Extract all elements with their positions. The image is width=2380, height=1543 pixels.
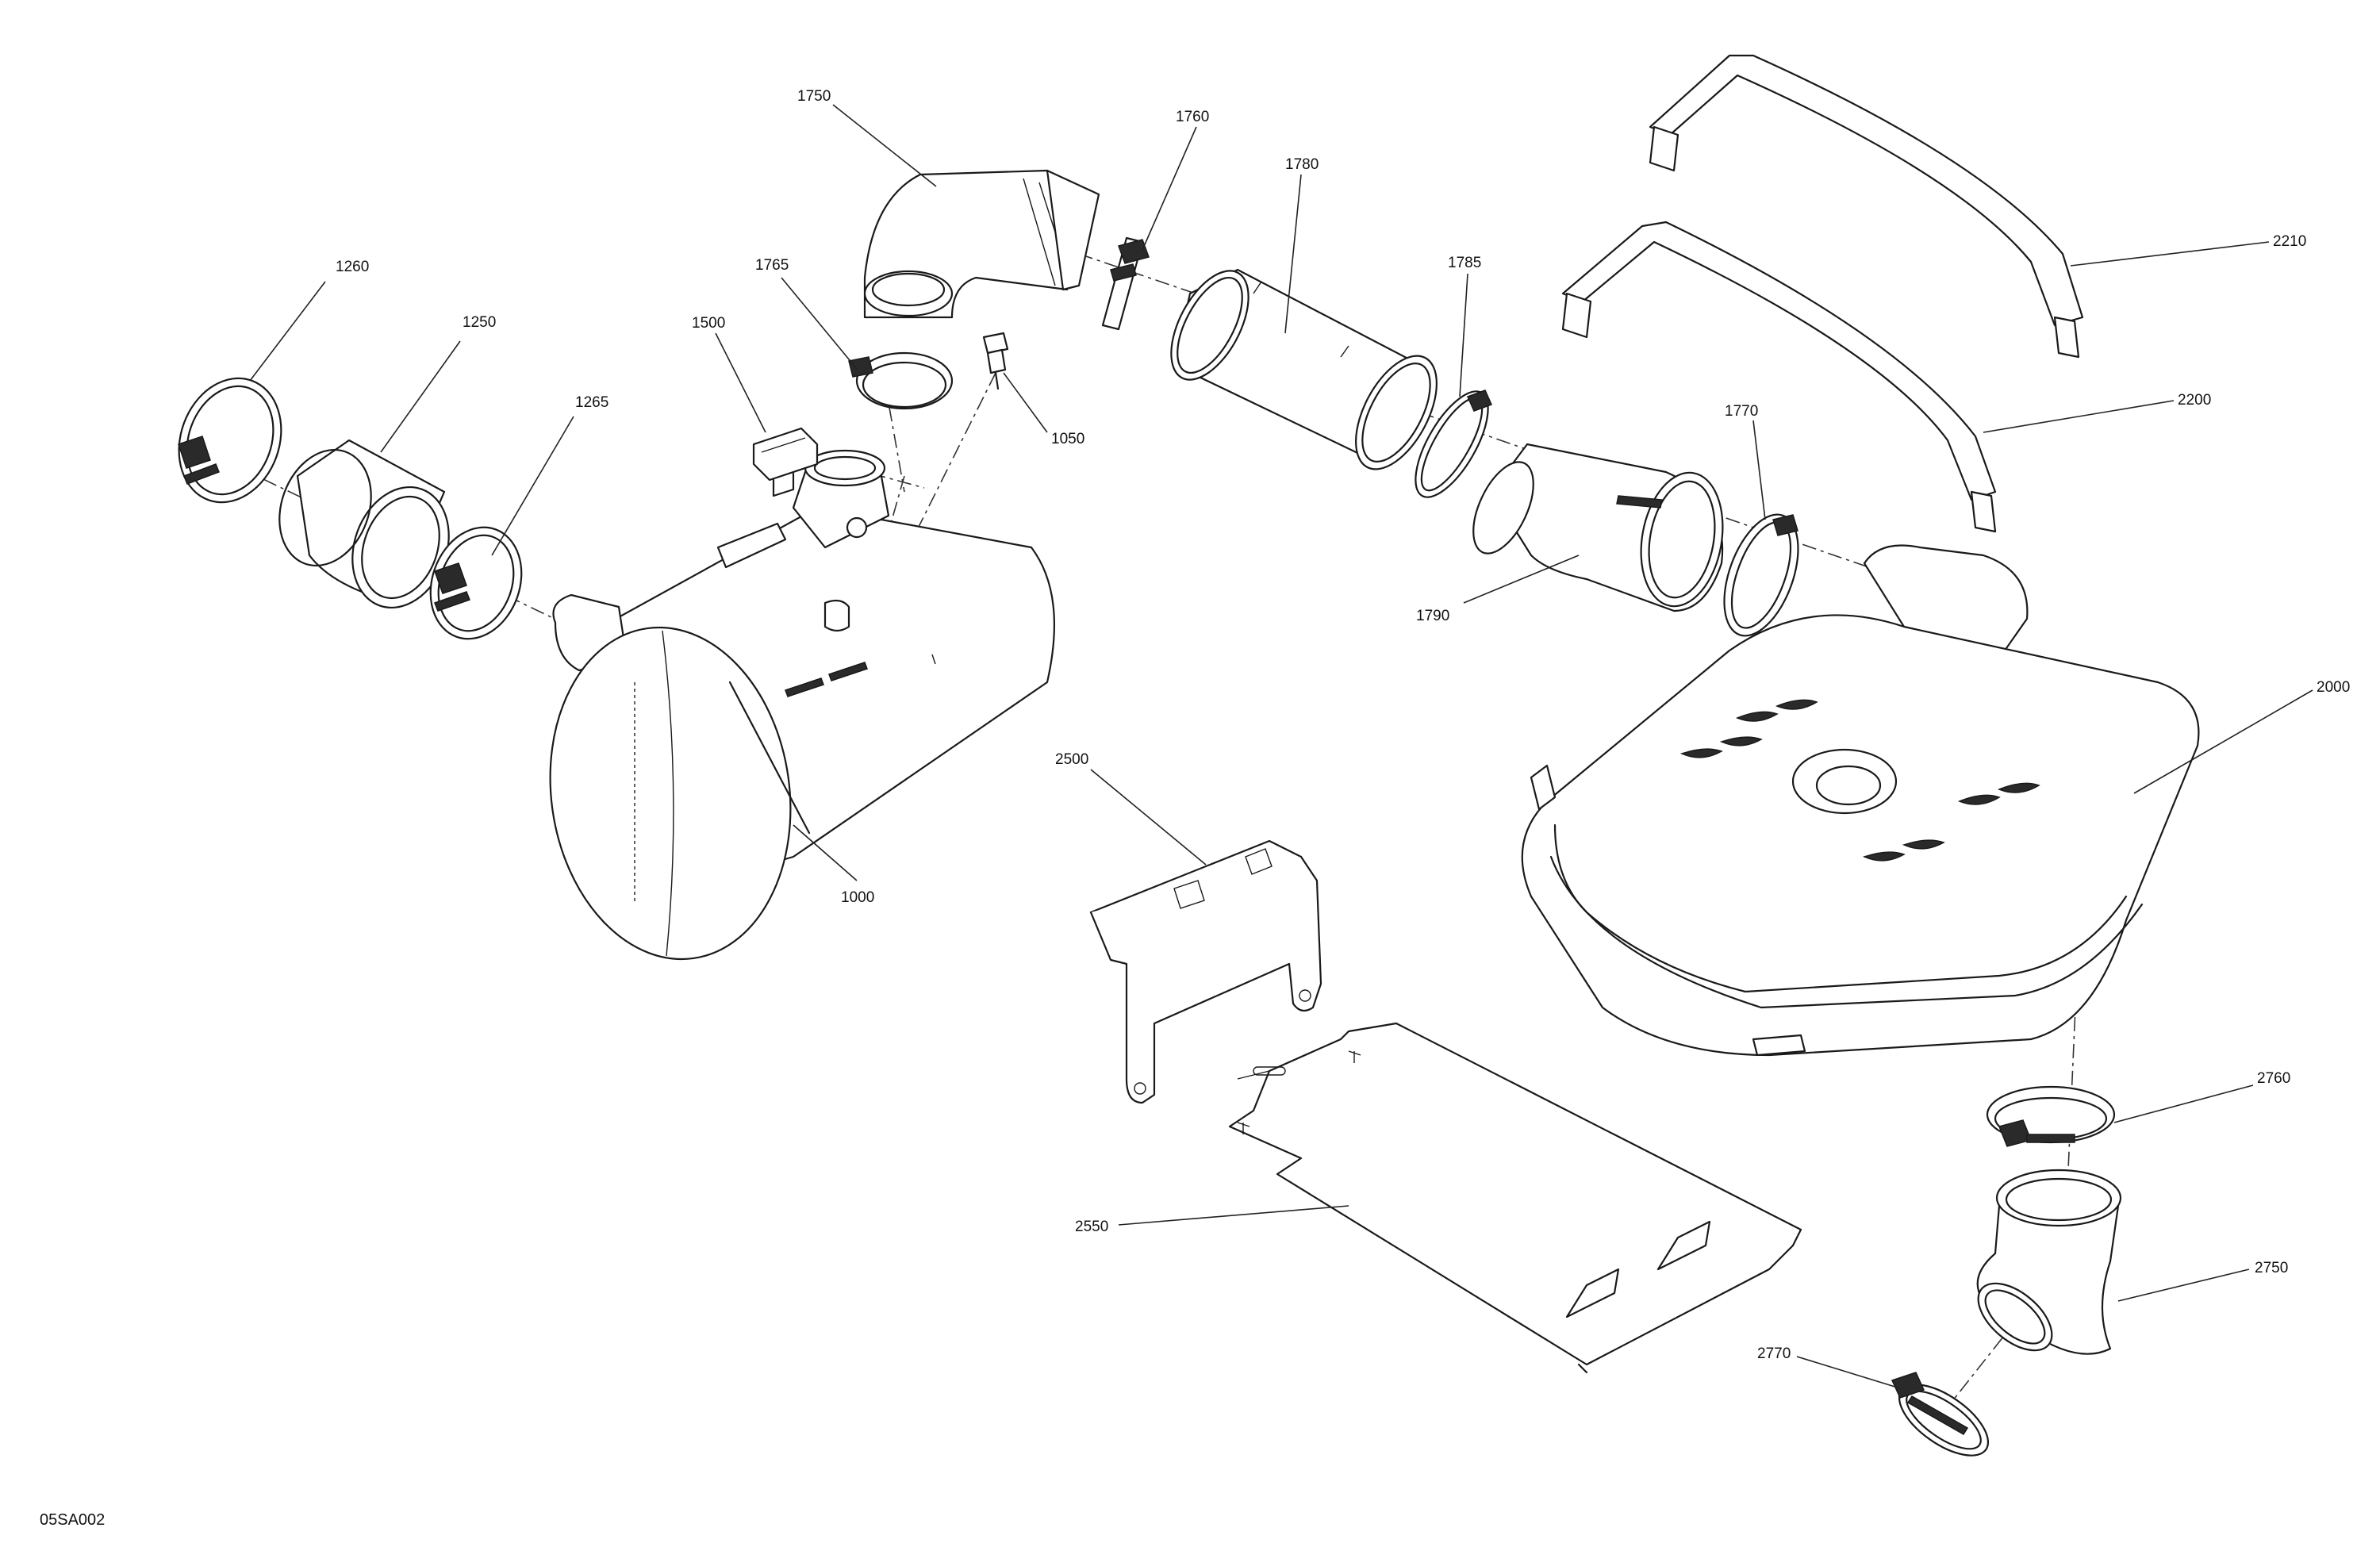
callout-2750: 2750 — [2255, 1260, 2288, 1276]
part-1750-elbow-duct — [863, 169, 1100, 319]
callout-2760: 2760 — [2257, 1070, 2290, 1087]
callout-labels: 1750 1760 1780 1765 1785 1260 1250 1500 … — [336, 88, 2350, 1362]
part-2550-heat-shield — [1228, 1022, 1802, 1374]
leader-lines — [249, 104, 2313, 1389]
callout-2500: 2500 — [1055, 751, 1088, 768]
part-1260-hose-clamp — [178, 377, 282, 504]
callout-1260: 1260 — [336, 259, 369, 275]
callout-1265: 1265 — [575, 394, 608, 411]
part-1050-temperature-sensor — [982, 332, 1009, 390]
part-1780-pipe — [1170, 268, 1438, 470]
part-1265-hose-clamp — [429, 526, 523, 640]
callout-2200: 2200 — [2178, 392, 2211, 409]
part-1760-hose-clamp — [1101, 236, 1150, 331]
callout-2000: 2000 — [2317, 679, 2350, 696]
callout-1770: 1770 — [1725, 403, 1758, 420]
callout-1500: 1500 — [692, 315, 725, 332]
callout-2770: 2770 — [1757, 1345, 1791, 1362]
callout-1000: 1000 — [841, 889, 874, 906]
part-2000-silencer-housing — [1521, 544, 2200, 1057]
callout-1760: 1760 — [1176, 109, 1209, 125]
part-2750-elbow-duct — [1976, 1169, 2122, 1355]
callout-1785: 1785 — [1448, 255, 1481, 271]
callout-1780: 1780 — [1285, 156, 1319, 173]
part-2200-strap — [1561, 221, 1997, 533]
part-2500-bracket — [1089, 839, 1322, 1104]
part-1000-muffler — [549, 449, 1056, 961]
part-1785-hose-clamp — [1415, 390, 1493, 498]
callout-1790: 1790 — [1416, 608, 1449, 624]
part-1500-sensor — [752, 427, 819, 497]
callout-1250: 1250 — [463, 314, 496, 331]
part-2760-hose-clamp — [1986, 1085, 2116, 1147]
callout-1765: 1765 — [755, 257, 789, 274]
part-1790-outlet-duct — [1472, 443, 1724, 612]
part-2210-strap — [1649, 54, 2084, 359]
drawing-reference-code: 05SA002 — [40, 1511, 105, 1529]
callout-2550: 2550 — [1075, 1219, 1108, 1235]
callout-1050: 1050 — [1051, 431, 1084, 447]
part-1250-sleeve — [278, 439, 450, 609]
part-2770-hose-clamp — [1891, 1372, 1990, 1457]
callout-1750: 1750 — [797, 88, 831, 105]
callout-2210: 2210 — [2273, 233, 2306, 250]
part-1770-hose-clamp — [1723, 513, 1799, 637]
part-1765-hose-clamp — [848, 351, 954, 410]
